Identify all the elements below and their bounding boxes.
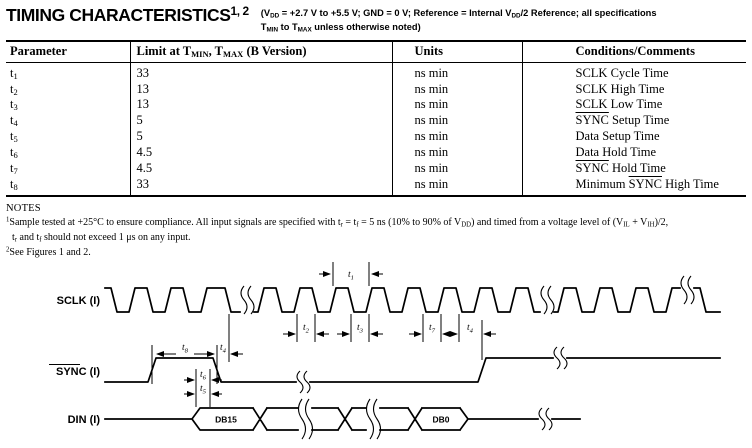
db0-label: DB0: [432, 415, 449, 425]
condition-cell: SYNC Setup Time: [521, 113, 746, 130]
label-t1: t1: [348, 270, 354, 282]
col-header-parameter: Parameter: [6, 40, 130, 63]
table-row: t5 5 ns min Data Setup Time: [6, 129, 746, 145]
title-bar: TIMING CHARACTERISTICS1, 2 (VDD = +2.7 V…: [0, 0, 752, 35]
t4-measurement-right: t4: [445, 314, 496, 360]
break-mark: [680, 275, 695, 305]
units-cell: ns min: [391, 160, 522, 177]
limit-cell: 33: [129, 176, 392, 197]
note-2: 2See Figures 1 and 2.: [6, 246, 91, 258]
condition-cell: Minimum SYNC High Time: [521, 176, 746, 197]
t5-measurement: t5: [184, 384, 222, 397]
limit-cell: 13: [129, 97, 392, 114]
table-row: t1 33 ns min SCLK Cycle Time: [6, 62, 746, 82]
signal-label-din: DIN (I): [68, 414, 101, 426]
param-cell: t7: [10, 160, 18, 176]
signal-label-sclk: SCLK (I): [57, 295, 101, 307]
table-row: t2 13 ns min SCLK High Time: [6, 81, 746, 98]
page-title-text: TIMING CHARACTERISTICS: [6, 4, 231, 25]
limit-cell: 5: [129, 113, 392, 130]
label-t2: t2: [303, 323, 310, 335]
page-title: TIMING CHARACTERISTICS1, 2: [6, 4, 250, 25]
page-title-superscript: 1, 2: [230, 4, 250, 18]
param-cell: t8: [10, 176, 18, 192]
param-cell: t1: [10, 65, 18, 81]
col-header-limit: Limit at TMIN, TMAX (B Version): [129, 40, 392, 63]
note-1-line-2: tr and tf should not exceed 1 μs on any …: [12, 231, 191, 244]
units-cell: ns min: [391, 176, 522, 197]
break-mark: [297, 398, 314, 440]
test-conditions-line1: (VDD = +2.7 V to +5.5 V; GND = 0 V; Refe…: [260, 8, 657, 20]
condition-cell: Data Setup Time: [521, 129, 746, 145]
db15-label: DB15: [215, 415, 237, 425]
param-cell: t5: [10, 129, 18, 145]
note-1-line-1: 1Sample tested at +25°C to ensure compli…: [6, 216, 669, 229]
t4-measurement-left: t4: [220, 314, 243, 362]
notes-section: NOTES 1Sample tested at +25°C to ensure …: [6, 202, 744, 258]
condition-cell: SCLK High Time: [521, 81, 746, 98]
units-cell: ns min: [391, 113, 522, 130]
notes-heading: NOTES: [6, 203, 41, 215]
din-waveform: [104, 406, 581, 432]
units-cell: ns min: [391, 97, 522, 114]
t1-measurement: t1: [319, 262, 383, 286]
param-cell: t4: [10, 113, 18, 129]
condition-cell: SCLK Cycle Time: [521, 62, 746, 82]
sync-waveform: [104, 357, 721, 383]
units-cell: ns min: [391, 144, 522, 161]
table-header-row: Parameter Limit at TMIN, TMAX (B Version…: [6, 40, 746, 63]
table-row: t3 13 ns min SCLK Low Time: [6, 97, 746, 114]
t7-measurement: t7: [409, 314, 455, 342]
label-t5: t5: [200, 384, 207, 396]
limit-cell: 13: [129, 81, 392, 98]
limit-cell: 4.5: [129, 144, 392, 161]
timing-table: Parameter Limit at TMIN, TMAX (B Version…: [6, 39, 746, 198]
condition-cell: Data Hold Time: [521, 144, 746, 161]
label-t8: t8: [182, 343, 189, 355]
break-mark: [553, 346, 568, 370]
table-row: t4 5 ns min SYNC Setup Time: [6, 113, 746, 130]
param-cell: t2: [10, 81, 18, 97]
t2-measurement: t2: [283, 314, 329, 342]
break-mark: [540, 285, 555, 315]
break-mark: [296, 370, 311, 394]
label-t4: t4: [467, 323, 474, 335]
limit-cell: 4.5: [129, 160, 392, 177]
col-header-units: Units: [391, 40, 522, 63]
test-conditions-line2: TMIN to TMAX unless otherwise noted): [260, 21, 421, 34]
table-row: t6 4.5 ns min Data Hold Time: [6, 144, 746, 161]
param-cell: t3: [10, 97, 18, 113]
label-t6: t6: [200, 370, 207, 382]
signal-label-sync: SYNC (I): [56, 366, 100, 378]
units-cell: ns min: [391, 129, 522, 145]
limit-cell: 5: [129, 129, 392, 145]
col-header-conditions: Conditions/Comments: [521, 40, 746, 63]
limit-cell: 33: [129, 62, 392, 82]
t8-measurement: t8: [151, 343, 218, 384]
break-mark: [240, 285, 255, 315]
label-t7: t7: [429, 323, 436, 335]
break-mark: [538, 407, 553, 431]
table-row: t8 33 ns min Minimum SYNC High Time: [6, 176, 746, 197]
test-conditions: (VDD = +2.7 V to +5.5 V; GND = 0 V; Refe…: [261, 7, 657, 35]
t6-measurement: t6: [184, 369, 222, 407]
units-cell: ns min: [391, 62, 522, 82]
timing-diagram: SCLK (I) SYNC (I) DIN (I) t1: [49, 262, 721, 440]
table-row: t7 4.5 ns min SYNC Hold Time: [6, 160, 746, 177]
units-cell: ns min: [391, 81, 522, 98]
t3-measurement: t3: [337, 314, 383, 342]
label-t4: t4: [220, 343, 227, 355]
break-mark: [365, 398, 382, 440]
condition-cell: SYNC Hold Time: [521, 160, 746, 177]
label-t3: t3: [357, 323, 364, 335]
param-cell: t6: [10, 144, 18, 160]
sclk-waveform: [104, 287, 721, 313]
condition-cell: SCLK Low Time: [521, 97, 746, 114]
